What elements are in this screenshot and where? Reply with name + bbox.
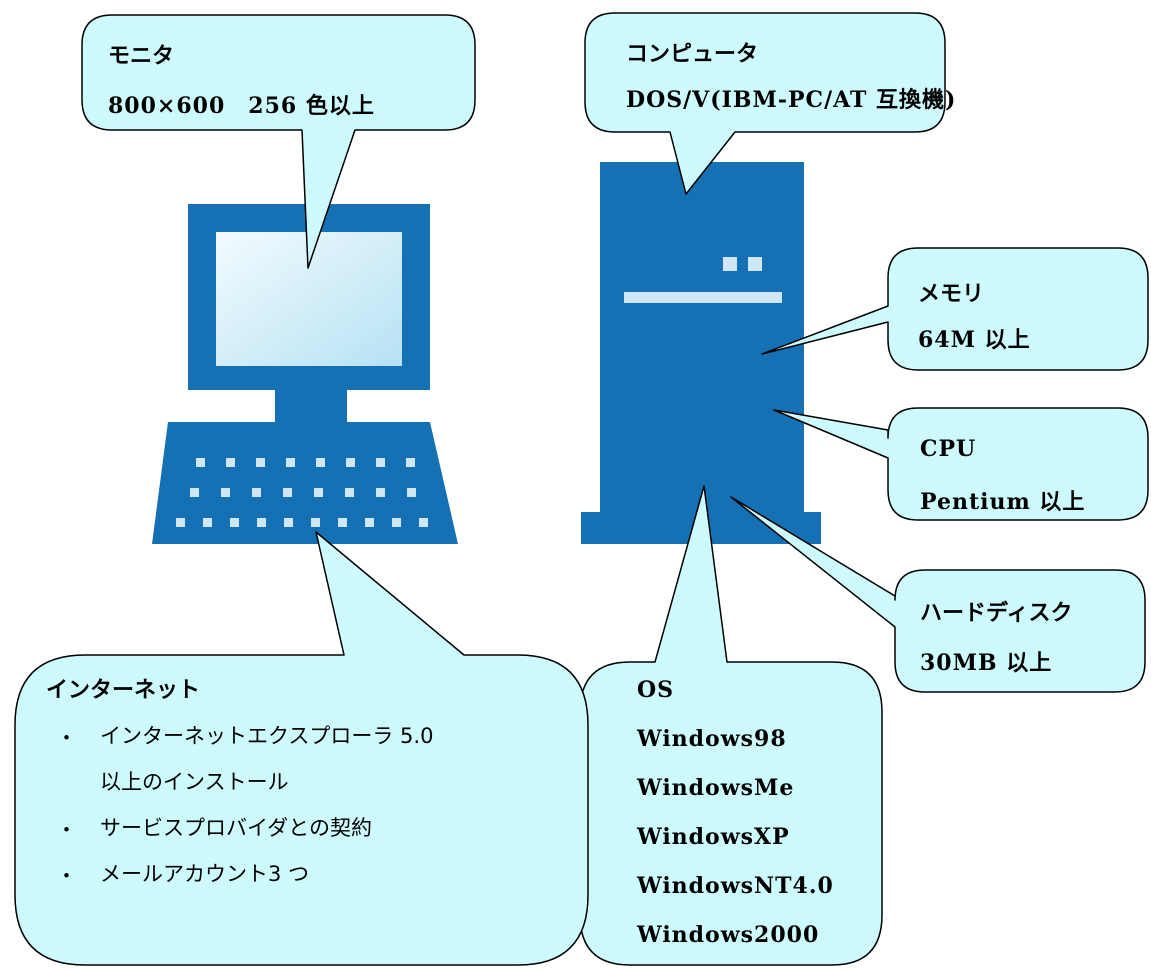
- keyboard-key: [252, 488, 261, 497]
- keyboard-key: [176, 518, 185, 527]
- computer-tower-icon: [581, 162, 821, 544]
- keyboard-key: [284, 518, 293, 527]
- cpu-spec: Pentium 以上: [920, 489, 1086, 515]
- os-callout: [579, 485, 883, 966]
- cpu-title: CPU: [920, 436, 977, 462]
- keyboard-key: [226, 458, 235, 467]
- keyboard-key: [419, 518, 428, 527]
- os-item: WindowsMe: [637, 775, 795, 801]
- internet-item: サービスプロバイダとの契約: [100, 816, 372, 840]
- os-title: OS: [637, 677, 675, 703]
- computer-spec: DOS/V(IBM-PC/AT 互換機): [626, 87, 957, 113]
- keyboard-key: [311, 518, 320, 527]
- keyboard-key: [346, 458, 355, 467]
- keyboard-key: [407, 488, 416, 497]
- keyboard-key: [376, 488, 385, 497]
- cpu-callout: [773, 407, 1149, 521]
- internet-item: インターネットエクスプローラ 5.0: [100, 724, 434, 748]
- internet-item: 以上のインストール: [100, 770, 289, 794]
- os-item: WindowsXP: [637, 824, 790, 850]
- memory-title: メモリ: [918, 282, 985, 307]
- bullet-marker: ・: [56, 864, 77, 888]
- keyboard-key: [257, 518, 266, 527]
- computer-callout: [584, 12, 946, 195]
- keyboard-key: [314, 488, 323, 497]
- computer-title: コンピュータ: [626, 42, 759, 67]
- monitor-callout: [81, 14, 476, 269]
- os-item: Windows2000: [637, 922, 820, 948]
- keyboard-key: [203, 518, 212, 527]
- monitor-icon: [152, 204, 458, 544]
- keyboard-key: [316, 458, 325, 467]
- keyboard-key: [365, 518, 374, 527]
- keyboard-key: [190, 488, 199, 497]
- memory-spec: 64M 以上: [918, 327, 1031, 353]
- os-item: Windows98: [637, 726, 787, 752]
- keyboard-key: [392, 518, 401, 527]
- internet-item: メールアカウント3 つ: [100, 862, 310, 886]
- keyboard-key: [256, 458, 265, 467]
- internet-callout: [14, 531, 589, 966]
- keyboard-key: [286, 458, 295, 467]
- bullet-marker: ・: [56, 726, 77, 750]
- keyboard-key: [283, 488, 292, 497]
- monitor-title: モニタ: [108, 44, 175, 69]
- keyboard-key: [196, 458, 205, 467]
- monitor-spec: 800×600 256 色以上: [108, 93, 375, 119]
- os-item: WindowsNT4.0: [637, 873, 834, 899]
- memory-callout: [761, 247, 1149, 371]
- keyboard-key: [376, 458, 385, 467]
- internet-title: インターネット: [46, 678, 201, 703]
- keyboard-key: [221, 488, 230, 497]
- keyboard-key: [230, 518, 239, 527]
- bullet-marker: ・: [56, 818, 77, 842]
- keyboard-key: [406, 458, 415, 467]
- keyboard-keys: [176, 458, 428, 527]
- keyboard-key: [338, 518, 347, 527]
- hdd-title: ハードディスク: [920, 601, 1073, 626]
- hdd-spec: 30MB 以上: [920, 650, 1053, 676]
- hdd-callout: [730, 496, 1146, 693]
- keyboard-key: [345, 488, 354, 497]
